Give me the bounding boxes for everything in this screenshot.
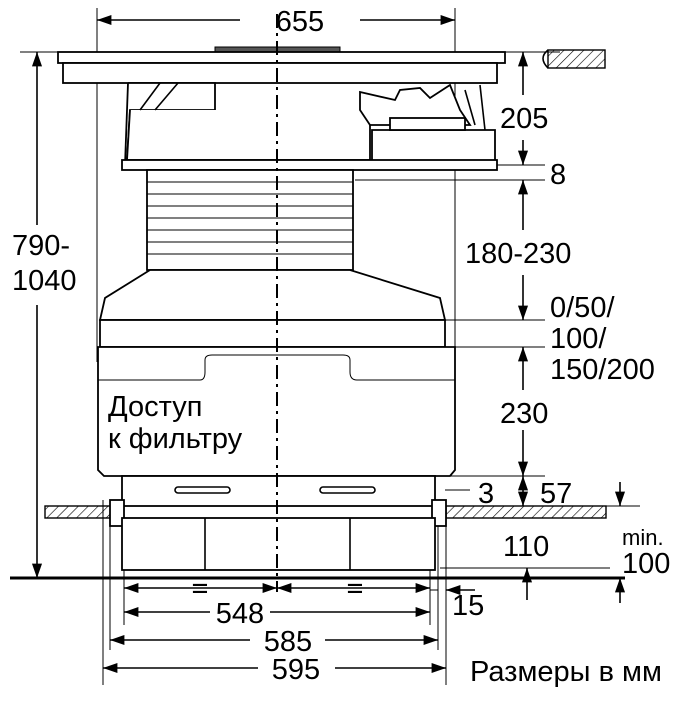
dim-equal-left: = [192, 573, 209, 605]
cooktop [57, 46, 506, 171]
filter-access-label-1: Доступ [108, 391, 202, 423]
dim-595: 595 [272, 654, 320, 686]
dim-57: 57 [540, 478, 572, 510]
dim-spacer-1: 0/50/ [550, 292, 615, 324]
dim-180-230: 180-230 [465, 238, 571, 270]
units-note: Размеры в мм [470, 656, 662, 688]
dim-230: 230 [500, 398, 548, 430]
filter-housing [97, 269, 456, 477]
dimension-arrows [31, 14, 626, 674]
bellows-duct [146, 169, 354, 271]
dim-110: 110 [503, 531, 549, 563]
dim-585: 585 [264, 626, 312, 658]
dim-548: 548 [216, 598, 264, 630]
dim-205: 205 [500, 103, 548, 135]
dim-790-line2: 1040 [12, 265, 77, 297]
filter-access-label-2: к фильтру [108, 423, 243, 455]
dim-equal-right: = [347, 573, 364, 605]
dim-8: 8 [550, 159, 566, 191]
dim-15: 15 [452, 590, 484, 622]
dim-3: 3 [478, 478, 494, 510]
dim-790-line1: 790- [12, 230, 70, 262]
dim-spacer-2: 100/ [550, 323, 607, 355]
dim-min-label: min. [622, 525, 664, 550]
plinth-section [44, 475, 607, 571]
dim-min-100: 100 [622, 548, 670, 580]
worktop-top [542, 49, 606, 69]
dim-655: 655 [276, 6, 324, 38]
dim-spacer-3: 150/200 [550, 354, 655, 386]
